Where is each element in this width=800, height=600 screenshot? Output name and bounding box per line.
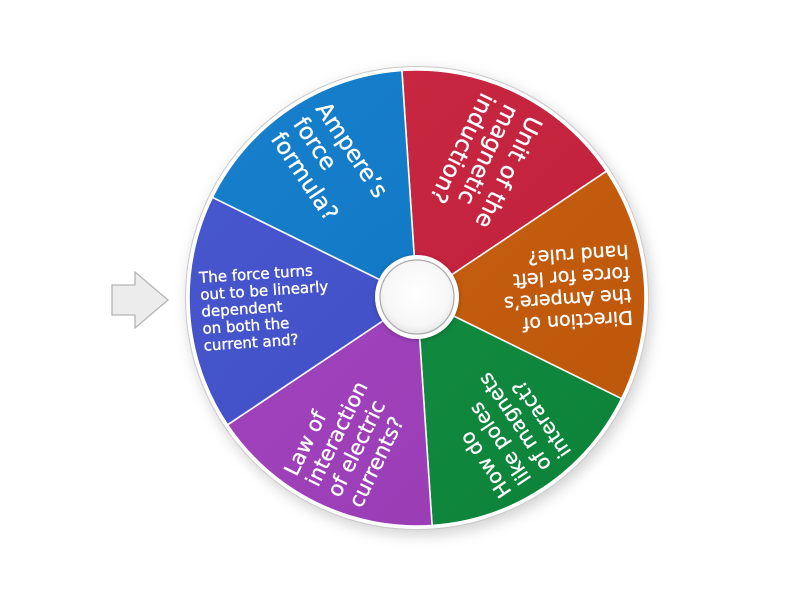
wheel-hub[interactable]: [375, 255, 459, 339]
hub-spin-button[interactable]: [379, 259, 455, 335]
